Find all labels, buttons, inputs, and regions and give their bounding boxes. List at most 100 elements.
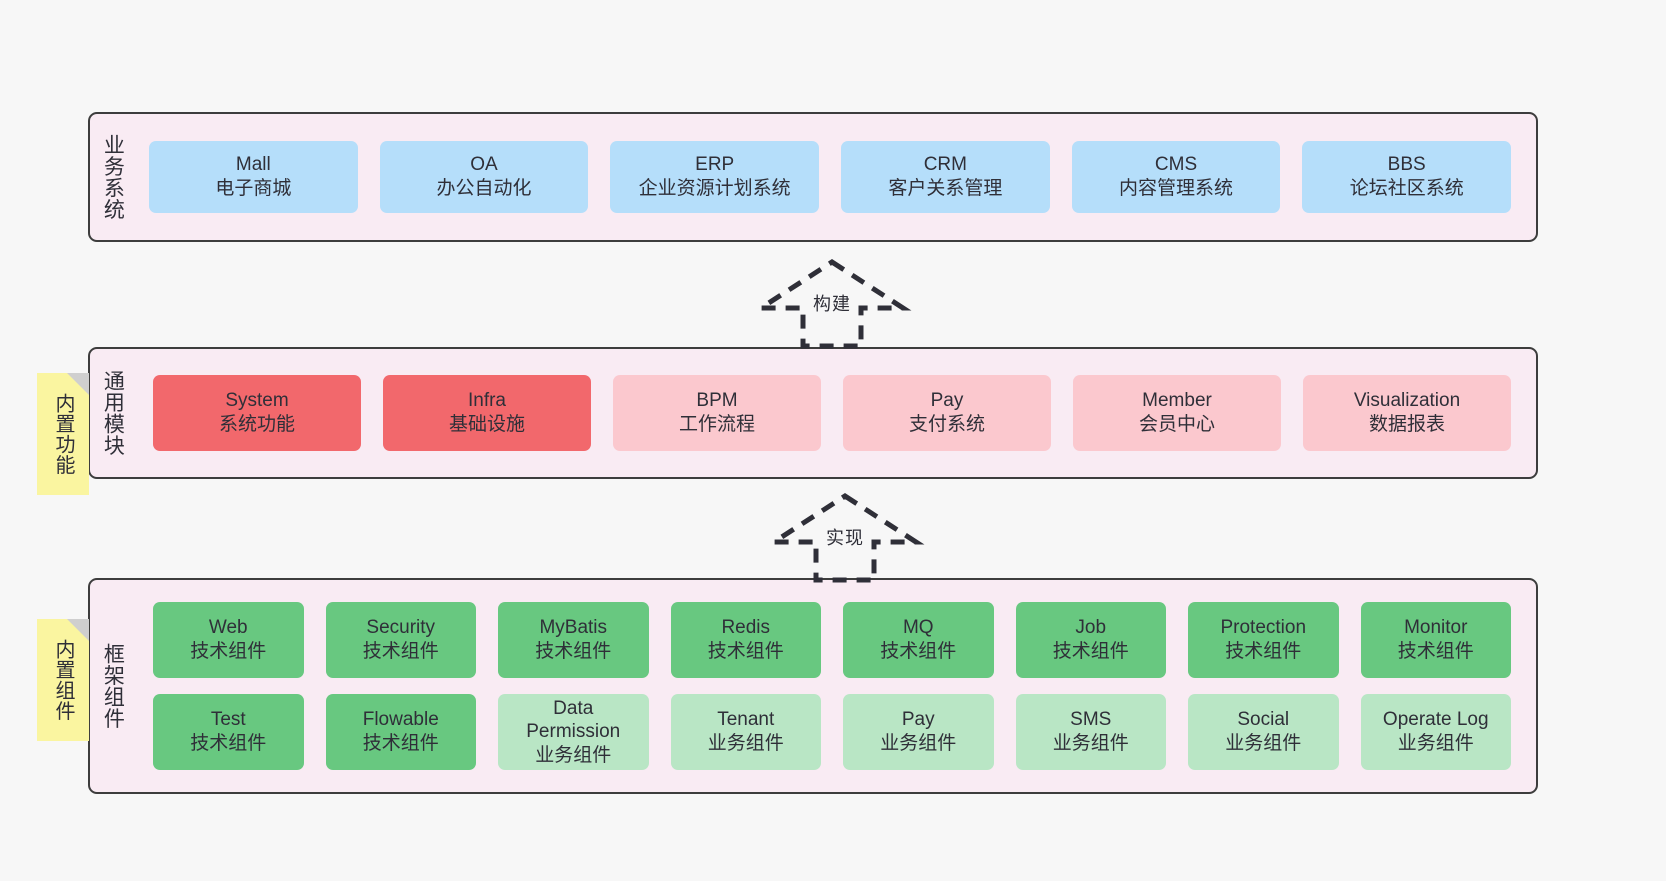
card-cell: MQ 技术组件 (832, 602, 1005, 678)
layer-label-framework-component: 框架组件 (101, 643, 125, 729)
card-mybatis[interactable]: MyBatis 技术组件 (498, 602, 649, 678)
card-subtitle: 技术组件 (707, 641, 784, 662)
card-subtitle: 技术组件 (1397, 641, 1474, 662)
card-cell: OA 办公自动化 (369, 141, 600, 213)
card-cell: System 系统功能 (142, 375, 372, 451)
card-title: Tenant (717, 709, 775, 731)
card-subtitle: 技术组件 (362, 733, 439, 754)
card-erp[interactable]: ERP 企业资源计划系统 (610, 141, 820, 213)
card-subtitle: 企业资源计划系统 (638, 178, 791, 199)
card-cell: CRM 客户关系管理 (830, 141, 1061, 213)
card-mall[interactable]: Mall 电子商城 (149, 141, 358, 213)
card-pay-business[interactable]: Pay 业务组件 (843, 694, 994, 770)
card-monitor[interactable]: Monitor 技术组件 (1360, 602, 1511, 678)
card-subtitle: 技术组件 (1225, 641, 1302, 662)
card-cell: Tenant 业务组件 (660, 694, 833, 770)
card-cell: Monitor 技术组件 (1350, 602, 1523, 678)
card-cell: Member 会员中心 (1062, 375, 1292, 451)
arrow-implement: 实现 (765, 492, 925, 583)
card-subtitle: 数据报表 (1368, 414, 1445, 435)
folded-corner-icon (67, 619, 89, 641)
card-title: Data Permission (526, 697, 621, 743)
card-cell: BPM 工作流程 (602, 375, 832, 451)
card-system[interactable]: System 系统功能 (153, 375, 361, 451)
card-crm[interactable]: CRM 客户关系管理 (841, 141, 1050, 213)
layer-label-common-module: 通用模块 (101, 370, 125, 456)
card-subtitle: 论坛社区系统 (1349, 178, 1464, 199)
card-title: Monitor (1404, 617, 1468, 639)
card-row: Mall 电子商城 OA 办公自动化 ERP 企业资源计划系统 (138, 141, 1522, 213)
card-title: Test (210, 709, 246, 731)
card-cell: Data Permission 业务组件 (487, 694, 660, 770)
card-title: Mall (235, 154, 271, 176)
card-cell: MyBatis 技术组件 (487, 602, 660, 678)
card-subtitle: 技术组件 (880, 641, 957, 662)
card-bbs[interactable]: BBS 论坛社区系统 (1302, 141, 1512, 213)
card-subtitle: 技术组件 (1052, 641, 1129, 662)
card-row: Web 技术组件 Security 技术组件 MyBatis 技术组件 (142, 602, 1522, 678)
card-data-permission[interactable]: Data Permission 业务组件 (498, 694, 649, 770)
card-subtitle: 支付系统 (908, 414, 985, 435)
card-title: BPM (696, 390, 738, 412)
card-subtitle: 电子商城 (215, 178, 292, 199)
card-test[interactable]: Test 技术组件 (153, 694, 304, 770)
card-oa[interactable]: OA 办公自动化 (379, 141, 589, 213)
card-subtitle: 会员中心 (1138, 414, 1215, 435)
card-cell: Redis 技术组件 (660, 602, 833, 678)
card-subtitle: 业务组件 (707, 733, 784, 754)
sticky-note-label: 内置功能 (52, 393, 74, 475)
card-subtitle: 业务组件 (1397, 733, 1474, 754)
card-job[interactable]: Job 技术组件 (1015, 602, 1166, 678)
card-web[interactable]: Web 技术组件 (153, 602, 304, 678)
card-subtitle: 业务组件 (1052, 733, 1129, 754)
card-cms[interactable]: CMS 内容管理系统 (1071, 141, 1281, 213)
layer-business-system: 业务系统 Mall 电子商城 OA 办公自动化 ERP (88, 112, 1538, 242)
card-social[interactable]: Social 业务组件 (1188, 694, 1339, 770)
layer-framework-component: 框架组件 Web 技术组件 Security 技术组件 (88, 578, 1538, 794)
card-row: System 系统功能 Infra 基础设施 BPM 工作流程 (142, 375, 1522, 451)
card-cell: SMS 业务组件 (1005, 694, 1178, 770)
card-title: SMS (1070, 709, 1112, 731)
card-subtitle: 客户关系管理 (888, 178, 1003, 199)
card-subtitle: 技术组件 (190, 733, 267, 754)
arrow-implement-label: 实现 (826, 528, 864, 548)
card-title: Member (1142, 390, 1212, 412)
card-title: Infra (467, 390, 507, 412)
card-title: CRM (923, 154, 967, 176)
card-subtitle: 内容管理系统 (1119, 178, 1234, 199)
card-flowable[interactable]: Flowable 技术组件 (325, 694, 476, 770)
card-member[interactable]: Member 会员中心 (1073, 375, 1281, 451)
card-subtitle: 技术组件 (190, 641, 267, 662)
arrow-build: 构建 (752, 258, 912, 349)
card-cell: Job 技术组件 (1005, 602, 1178, 678)
sticky-note-builtin-function: 内置功能 (37, 373, 89, 495)
card-cell: Protection 技术组件 (1177, 602, 1350, 678)
card-title: Security (366, 617, 436, 639)
card-title: Flowable (362, 709, 439, 731)
card-subtitle: 办公自动化 (436, 178, 532, 199)
card-pay[interactable]: Pay 支付系统 (843, 375, 1051, 451)
layer-body-framework-component: Web 技术组件 Security 技术组件 MyBatis 技术组件 (134, 580, 1536, 792)
card-bpm[interactable]: BPM 工作流程 (613, 375, 821, 451)
card-infra[interactable]: Infra 基础设施 (383, 375, 591, 451)
card-title: Visualization (1353, 390, 1461, 412)
layer-body-business-system: Mall 电子商城 OA 办公自动化 ERP 企业资源计划系统 (134, 114, 1536, 240)
card-mq[interactable]: MQ 技术组件 (843, 602, 994, 678)
card-sms[interactable]: SMS 业务组件 (1015, 694, 1166, 770)
card-cell: Mall 电子商城 (138, 141, 369, 213)
card-redis[interactable]: Redis 技术组件 (670, 602, 821, 678)
card-title: Pay (930, 390, 964, 412)
card-cell: Operate Log 业务组件 (1350, 694, 1523, 770)
card-visualization[interactable]: Visualization 数据报表 (1303, 375, 1511, 451)
card-security[interactable]: Security 技术组件 (325, 602, 476, 678)
card-title: Protection (1220, 617, 1307, 639)
card-title: Social (1237, 709, 1290, 731)
card-operate-log[interactable]: Operate Log 业务组件 (1360, 694, 1511, 770)
card-cell: BBS 论坛社区系统 (1291, 141, 1522, 213)
card-subtitle: 业务组件 (1225, 733, 1302, 754)
card-tenant[interactable]: Tenant 业务组件 (670, 694, 821, 770)
card-subtitle: 系统功能 (218, 414, 295, 435)
card-title: Job (1075, 617, 1107, 639)
card-protection[interactable]: Protection 技术组件 (1188, 602, 1339, 678)
card-subtitle: 技术组件 (535, 641, 612, 662)
